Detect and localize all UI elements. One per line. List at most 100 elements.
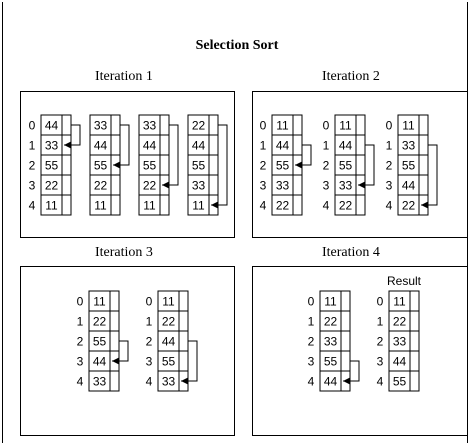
cell-value: 33 [402, 139, 416, 153]
index-label: 4 [386, 199, 393, 213]
index-label: 1 [377, 315, 384, 329]
cell-value: 44 [276, 139, 290, 153]
cell-value: 44 [393, 355, 407, 369]
cell-value: 22 [393, 315, 407, 329]
cell-value: 22 [192, 119, 206, 133]
panel-title-iteration-4: Iteration 4 [322, 245, 380, 260]
index-label: 2 [77, 335, 84, 349]
cell-value: 11 [143, 199, 156, 213]
index-label: 0 [77, 295, 84, 309]
array-box [88, 290, 120, 392]
index-label: 2 [29, 159, 36, 173]
index-label: 0 [260, 119, 267, 133]
swap-arrow [295, 144, 312, 169]
swap-arrow [113, 124, 130, 169]
index-label: 2 [323, 159, 330, 173]
cell-value: 33 [192, 179, 206, 193]
main-title: Selection Sort [195, 38, 279, 53]
cell-value: 33 [393, 335, 407, 349]
cell-value: 22 [162, 315, 176, 329]
array-box [388, 290, 420, 392]
index-label: 4 [323, 199, 330, 213]
index-label: 4 [308, 375, 315, 389]
index-label: 3 [146, 355, 153, 369]
cell-value: 22 [276, 199, 290, 213]
index-label: 1 [146, 315, 153, 329]
index-label: 2 [260, 159, 267, 173]
cell-value: 11 [339, 119, 352, 133]
index-label: 0 [29, 119, 36, 133]
cell-value: 33 [94, 119, 108, 133]
cell-value: 55 [93, 335, 107, 349]
cell-value: 11 [393, 295, 406, 309]
index-label: 0 [146, 295, 153, 309]
panel-title-iteration-2: Iteration 2 [322, 69, 380, 84]
cell-value: 44 [93, 355, 107, 369]
index-label: 3 [29, 179, 36, 193]
cell-value: 33 [324, 335, 338, 349]
cell-value: 44 [143, 139, 157, 153]
index-label: 3 [260, 179, 267, 193]
cell-value: 44 [192, 139, 206, 153]
index-label: 0 [386, 119, 393, 133]
index-label: 1 [260, 139, 267, 153]
cell-value: 33 [276, 179, 290, 193]
cell-value: 22 [324, 315, 338, 329]
index-label: 3 [308, 355, 315, 369]
index-label: 3 [377, 355, 384, 369]
swap-arrow [181, 340, 198, 385]
index-label: 4 [260, 199, 267, 213]
cell-value: 55 [324, 355, 338, 369]
index-label: 0 [323, 119, 330, 133]
cell-value: 22 [143, 179, 157, 193]
array-box [40, 114, 72, 216]
swap-arrow [421, 144, 438, 209]
swap-arrow [211, 124, 228, 209]
index-label: 1 [29, 139, 36, 153]
cell-value: 22 [339, 199, 353, 213]
cell-value: 44 [324, 375, 338, 389]
cell-value: 11 [402, 119, 415, 133]
index-label: 1 [386, 139, 393, 153]
index-label: 4 [29, 199, 36, 213]
index-label: 2 [377, 335, 384, 349]
cell-value: 44 [402, 179, 416, 193]
index-label: 0 [308, 295, 315, 309]
cell-value: 55 [276, 159, 290, 173]
index-label: 0 [377, 295, 384, 309]
cell-value: 33 [339, 179, 353, 193]
cell-value: 55 [94, 159, 108, 173]
index-label: 3 [323, 179, 330, 193]
index-label: 1 [323, 139, 330, 153]
index-label: 3 [77, 355, 84, 369]
cell-value: 55 [143, 159, 157, 173]
index-label: 4 [77, 375, 84, 389]
result-label: Result [387, 274, 422, 288]
panel-iteration-4 [252, 266, 468, 436]
array-box [334, 114, 366, 216]
swap-arrow [112, 340, 129, 365]
index-label: 2 [386, 159, 393, 173]
swap-arrow [162, 124, 179, 189]
cell-value: 55 [393, 375, 407, 389]
array-box [157, 290, 189, 392]
cell-value: 55 [162, 355, 176, 369]
cell-value: 11 [162, 295, 175, 309]
cell-value: 11 [192, 199, 205, 213]
cell-value: 22 [45, 179, 59, 193]
cell-value: 22 [94, 179, 108, 193]
panel-title-iteration-1: Iteration 1 [95, 69, 153, 84]
cell-value: 55 [192, 159, 206, 173]
cell-value: 11 [93, 295, 106, 309]
cell-value: 33 [45, 139, 59, 153]
index-label: 1 [308, 315, 315, 329]
array-box [397, 114, 429, 216]
